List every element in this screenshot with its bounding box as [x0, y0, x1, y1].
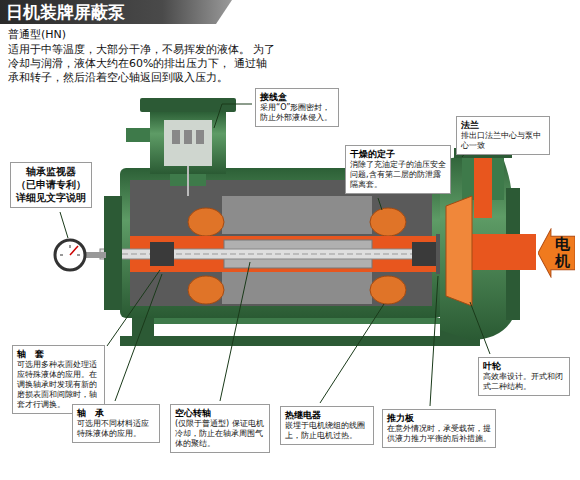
- callout-text: 轴承监视器 （已申请专利） 详细见文字说明: [15, 165, 87, 204]
- terminal-box: [172, 130, 180, 144]
- title-banner: [0, 0, 232, 24]
- terminal-box: [184, 130, 192, 144]
- pump-casing: [474, 158, 492, 218]
- callout-text: 在意外情况时，承受载荷，提供液力推力平衡的后补措施。: [387, 424, 491, 444]
- callout-heading: 轴 承: [77, 407, 155, 419]
- callout-box: 叶轮高效率设计。开式和闭式二种结构。: [478, 357, 570, 396]
- rotor-assembly: [412, 242, 436, 266]
- leader-line: [115, 274, 162, 401]
- callout-box: 热继电器嵌埋于电机绕组的线圈上，防止电机过热。: [280, 406, 374, 445]
- description-text: 适用于中等温度，大部分干净，不易挥发的液体。 为了冷却与润滑，液体大约在60%的…: [8, 43, 276, 85]
- callout-box: 空心转轴(仅限于普通型) 保证电机冷却，防止在轴承周围气体的聚结。: [170, 404, 270, 453]
- leader-line: [470, 302, 490, 354]
- callout-box: 轴承监视器 （已申请专利） 详细见文字说明: [10, 162, 92, 208]
- leader-line: [107, 270, 160, 346]
- callout-box: 法兰排出口法兰中心与泵中心一致: [456, 116, 550, 155]
- callout-box: 干燥的定子消除了充油定子的油压安全问题,含有第二层的防泄露隔离套。: [345, 145, 451, 194]
- motor-housing: [222, 196, 372, 234]
- pump-casing: [446, 196, 472, 306]
- title-banner: [0, 0, 232, 24]
- title-text: 日机装牌屏蔽泵: [6, 2, 125, 22]
- callout-text: 高效率设计。开式和闭式二种结构。: [483, 372, 565, 392]
- bearing-monitor-gauge: [55, 240, 85, 270]
- terminal-box: [150, 112, 226, 174]
- pump-casing: [440, 148, 536, 340]
- callout-text: 可选用多种表面处理适应特殊液体的应用。在调换轴承时发现有新的磨损表面和间隙时，轴…: [17, 360, 100, 410]
- callout-text: 消除了充油定子的油压安全问题,含有第二层的防泄露隔离套。: [350, 160, 446, 190]
- leader-line: [220, 262, 250, 401]
- callout-text: 电机: [555, 236, 570, 269]
- callout-box: 接线盒采用“O”形圈密封，防止外部液体侵入。: [255, 88, 339, 127]
- callout-heading: 热继电器: [285, 409, 369, 421]
- leader-line: [378, 198, 382, 210]
- callout-heading: 叶轮: [483, 360, 565, 372]
- callout-text: 嵌埋于电机绕组的线圈上，防止电机过热。: [285, 421, 369, 441]
- terminal-box: [164, 120, 212, 166]
- callout-text: 排出口法兰中心与泵中心一致: [461, 131, 545, 151]
- callout-box: 轴 承可选用不同材料适应特殊液体的应用。: [72, 404, 160, 443]
- callout-heading: 法兰: [461, 119, 545, 131]
- callout-text: 采用“O”形圈密封，防止外部液体侵入。: [260, 103, 334, 123]
- callout-heading: 干燥的定子: [350, 148, 446, 160]
- stator-winding: [370, 208, 406, 236]
- callout-text: (仅限于普通型) 保证电机冷却，防止在轴承周围气体的聚结。: [175, 419, 265, 449]
- bearing-monitor-gauge: [77, 255, 80, 256]
- title-banner: 日机装牌屏蔽泵: [6, 2, 125, 22]
- stator-winding: [370, 276, 406, 304]
- terminal-box: [126, 128, 150, 142]
- stator-winding: [188, 208, 224, 236]
- end-cover: [84, 252, 106, 258]
- terminal-box: [187, 166, 189, 196]
- leader-line: [60, 212, 68, 238]
- bearing-monitor-gauge: [55, 240, 85, 270]
- leader-line: [320, 304, 384, 403]
- end-cover: [104, 196, 122, 310]
- leader-line: [430, 276, 438, 406]
- leader-line: [214, 104, 252, 128]
- motor-arrow: [538, 229, 575, 277]
- terminal-box: [196, 130, 204, 144]
- callout-heading: 轴 套: [17, 348, 100, 360]
- bearing-monitor-gauge: [60, 255, 63, 256]
- motor-arrow: 电机: [538, 228, 575, 278]
- base-frame: [120, 336, 480, 346]
- callout-heading: 推力板: [387, 412, 491, 424]
- callout-box: 推力板在意外情况时，承受载荷，提供液力推力平衡的后补措施。: [382, 409, 496, 448]
- callout-heading: 接线盒: [260, 91, 334, 103]
- callout-text: 可选用不同材料适应特殊液体的应用。: [77, 419, 155, 439]
- rotor-assembly: [150, 242, 174, 266]
- bearing-monitor-gauge: [70, 245, 71, 248]
- subtype-heading: 普通型(HN): [8, 28, 278, 42]
- leader-line: [60, 104, 490, 406]
- pump-casing: [470, 234, 536, 270]
- end-cover: [84, 196, 122, 310]
- callout-heading: 空心转轴: [175, 407, 265, 419]
- base-frame: [150, 318, 445, 324]
- bearing-monitor-gauge: [70, 246, 78, 255]
- stator-winding: [188, 276, 224, 304]
